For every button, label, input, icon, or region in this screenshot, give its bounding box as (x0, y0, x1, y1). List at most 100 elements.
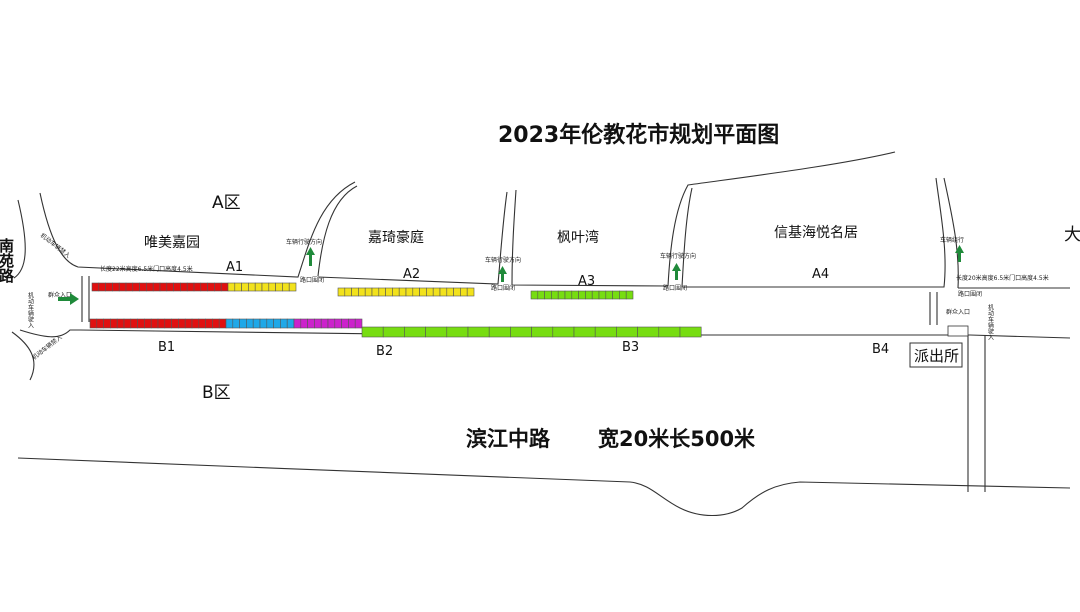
block-xinji-label: 信基海悦名居 (774, 224, 858, 241)
right-gate-spec: 长度20米高度6.5米门口高度4.5米 (956, 274, 1049, 282)
north-arrow-icon (306, 247, 315, 266)
direction-note-2: 车辆行驶方向 (485, 256, 521, 264)
entrance-left: 群众入口 (48, 291, 72, 299)
stall-a3-green (557, 290, 566, 300)
stall-a1-red (112, 282, 120, 292)
road-outlines (11, 151, 1071, 516)
direction-note-4: 车辆绕行 (940, 236, 964, 244)
zone-a-label: A区 (212, 193, 241, 213)
stall-b1-red (184, 318, 193, 329)
stall-a3-green (578, 290, 586, 300)
stall-a1-red (207, 282, 215, 292)
road-closed-2: 路口围闭 (491, 284, 515, 292)
stall-b2-b3-green (679, 326, 702, 338)
stall-b2-b3-green (637, 326, 660, 338)
direction-note-3: 车辆行驶方向 (660, 252, 696, 260)
block-jiaqi-label: 嘉琦豪庭 (368, 229, 424, 246)
left-road-name: 南苑路 (0, 237, 15, 283)
stall-a2-yellow (460, 287, 468, 297)
stall-b1-magenta (348, 318, 356, 329)
stall-b1-red (157, 318, 166, 329)
section-a1-label: A1 (226, 260, 243, 275)
stall-b1-red (103, 318, 111, 329)
stall-a1-red (139, 282, 147, 292)
stall-a2-yellow (337, 287, 346, 297)
section-b4-label: B4 (872, 342, 889, 357)
stall-b1-cyan (239, 318, 247, 329)
stall-a3-green (551, 290, 559, 300)
stall-b1-cyan (225, 318, 234, 329)
road-closed-4: 路口围闭 (958, 290, 982, 298)
road-spec: 宽20米长500米 (598, 427, 756, 451)
stall-b1-red (164, 318, 172, 329)
stall-b2-b3-green (552, 326, 575, 338)
stall-b1-cyan (273, 318, 281, 329)
stall-a1-red (180, 282, 188, 292)
stall-b1-red (171, 318, 179, 329)
direction-note-1: 车辆行驶方向 (286, 238, 322, 246)
south-road-edge (19, 329, 1071, 339)
road-closed-1: 路口围闭 (300, 276, 324, 284)
stall-a1-red (146, 282, 154, 292)
stall-a2-yellow (439, 287, 448, 297)
stall-b1-red (123, 318, 132, 329)
stall-b1-red (178, 318, 186, 329)
stall-a2-yellow (351, 287, 359, 297)
stall-b1-red (110, 318, 118, 329)
section-b2-label: B2 (376, 344, 393, 359)
stall-a3-green (537, 290, 545, 300)
stall-b1-magenta (307, 318, 315, 329)
stall-b2-b3-green (616, 326, 638, 338)
stall-b1-cyan (266, 318, 274, 329)
stall-a2-yellow (412, 287, 420, 297)
stall-a1-red (166, 282, 174, 292)
stall-a2-yellow (398, 287, 407, 297)
motor-entry-left: 机动车辆驶入 (27, 291, 34, 328)
stall-b2-b3-green (467, 326, 490, 338)
stall-a3-green (571, 290, 579, 300)
block-weimei-label: 唯美嘉园 (144, 235, 200, 251)
stall-a2-yellow (378, 287, 386, 297)
stall-a1-yellow (282, 282, 290, 292)
stall-b2-b3-green (510, 326, 532, 338)
arrow-icons (58, 245, 964, 305)
gates (81, 276, 938, 325)
stall-a1-red (118, 282, 127, 292)
stall-b1-magenta (341, 318, 349, 329)
section-a4-label: A4 (812, 267, 829, 282)
block-fengye-label: 枫叶湾 (557, 229, 599, 246)
stall-a1-yellow (227, 282, 236, 292)
north-arrow-icon (955, 245, 964, 262)
stall-b1-red (205, 318, 213, 329)
stall-b1-magenta (293, 318, 302, 329)
map-title: 2023年伦教花市规划平面图 (498, 122, 779, 148)
police-station-gate (947, 325, 969, 337)
stall-b1-magenta (320, 318, 329, 329)
stall-rows (89, 282, 702, 338)
stall-b1-red (116, 318, 125, 329)
police-station-label: 派出所 (914, 347, 959, 365)
stall-a1-red (91, 282, 100, 292)
south-boundary (17, 457, 1071, 516)
east-arrow-icon (58, 293, 79, 305)
stall-b2-b3-green (382, 326, 405, 338)
stall-b2-b3-green (531, 326, 554, 338)
stall-b1-red (96, 318, 104, 329)
stall-a1-red (105, 282, 113, 292)
stall-a1-yellow (254, 282, 263, 292)
stall-a1-red (220, 282, 229, 292)
stall-b2-b3-green (425, 326, 448, 338)
stall-a2-yellow (392, 287, 400, 297)
stall-a3-green (605, 290, 613, 300)
left-gate-spec: 长度22米高度6.5米门口高度4.5米 (100, 265, 193, 273)
police-station-box (909, 342, 963, 368)
stall-b1-cyan (259, 318, 268, 329)
stall-a3-green (530, 290, 539, 300)
stall-b1-cyan (286, 318, 295, 329)
stall-b1-cyan (252, 318, 261, 329)
stall-a1-yellow (275, 282, 283, 292)
stall-b1-cyan (280, 318, 288, 329)
stall-a1-red (200, 282, 208, 292)
stall-a2-yellow (426, 287, 434, 297)
